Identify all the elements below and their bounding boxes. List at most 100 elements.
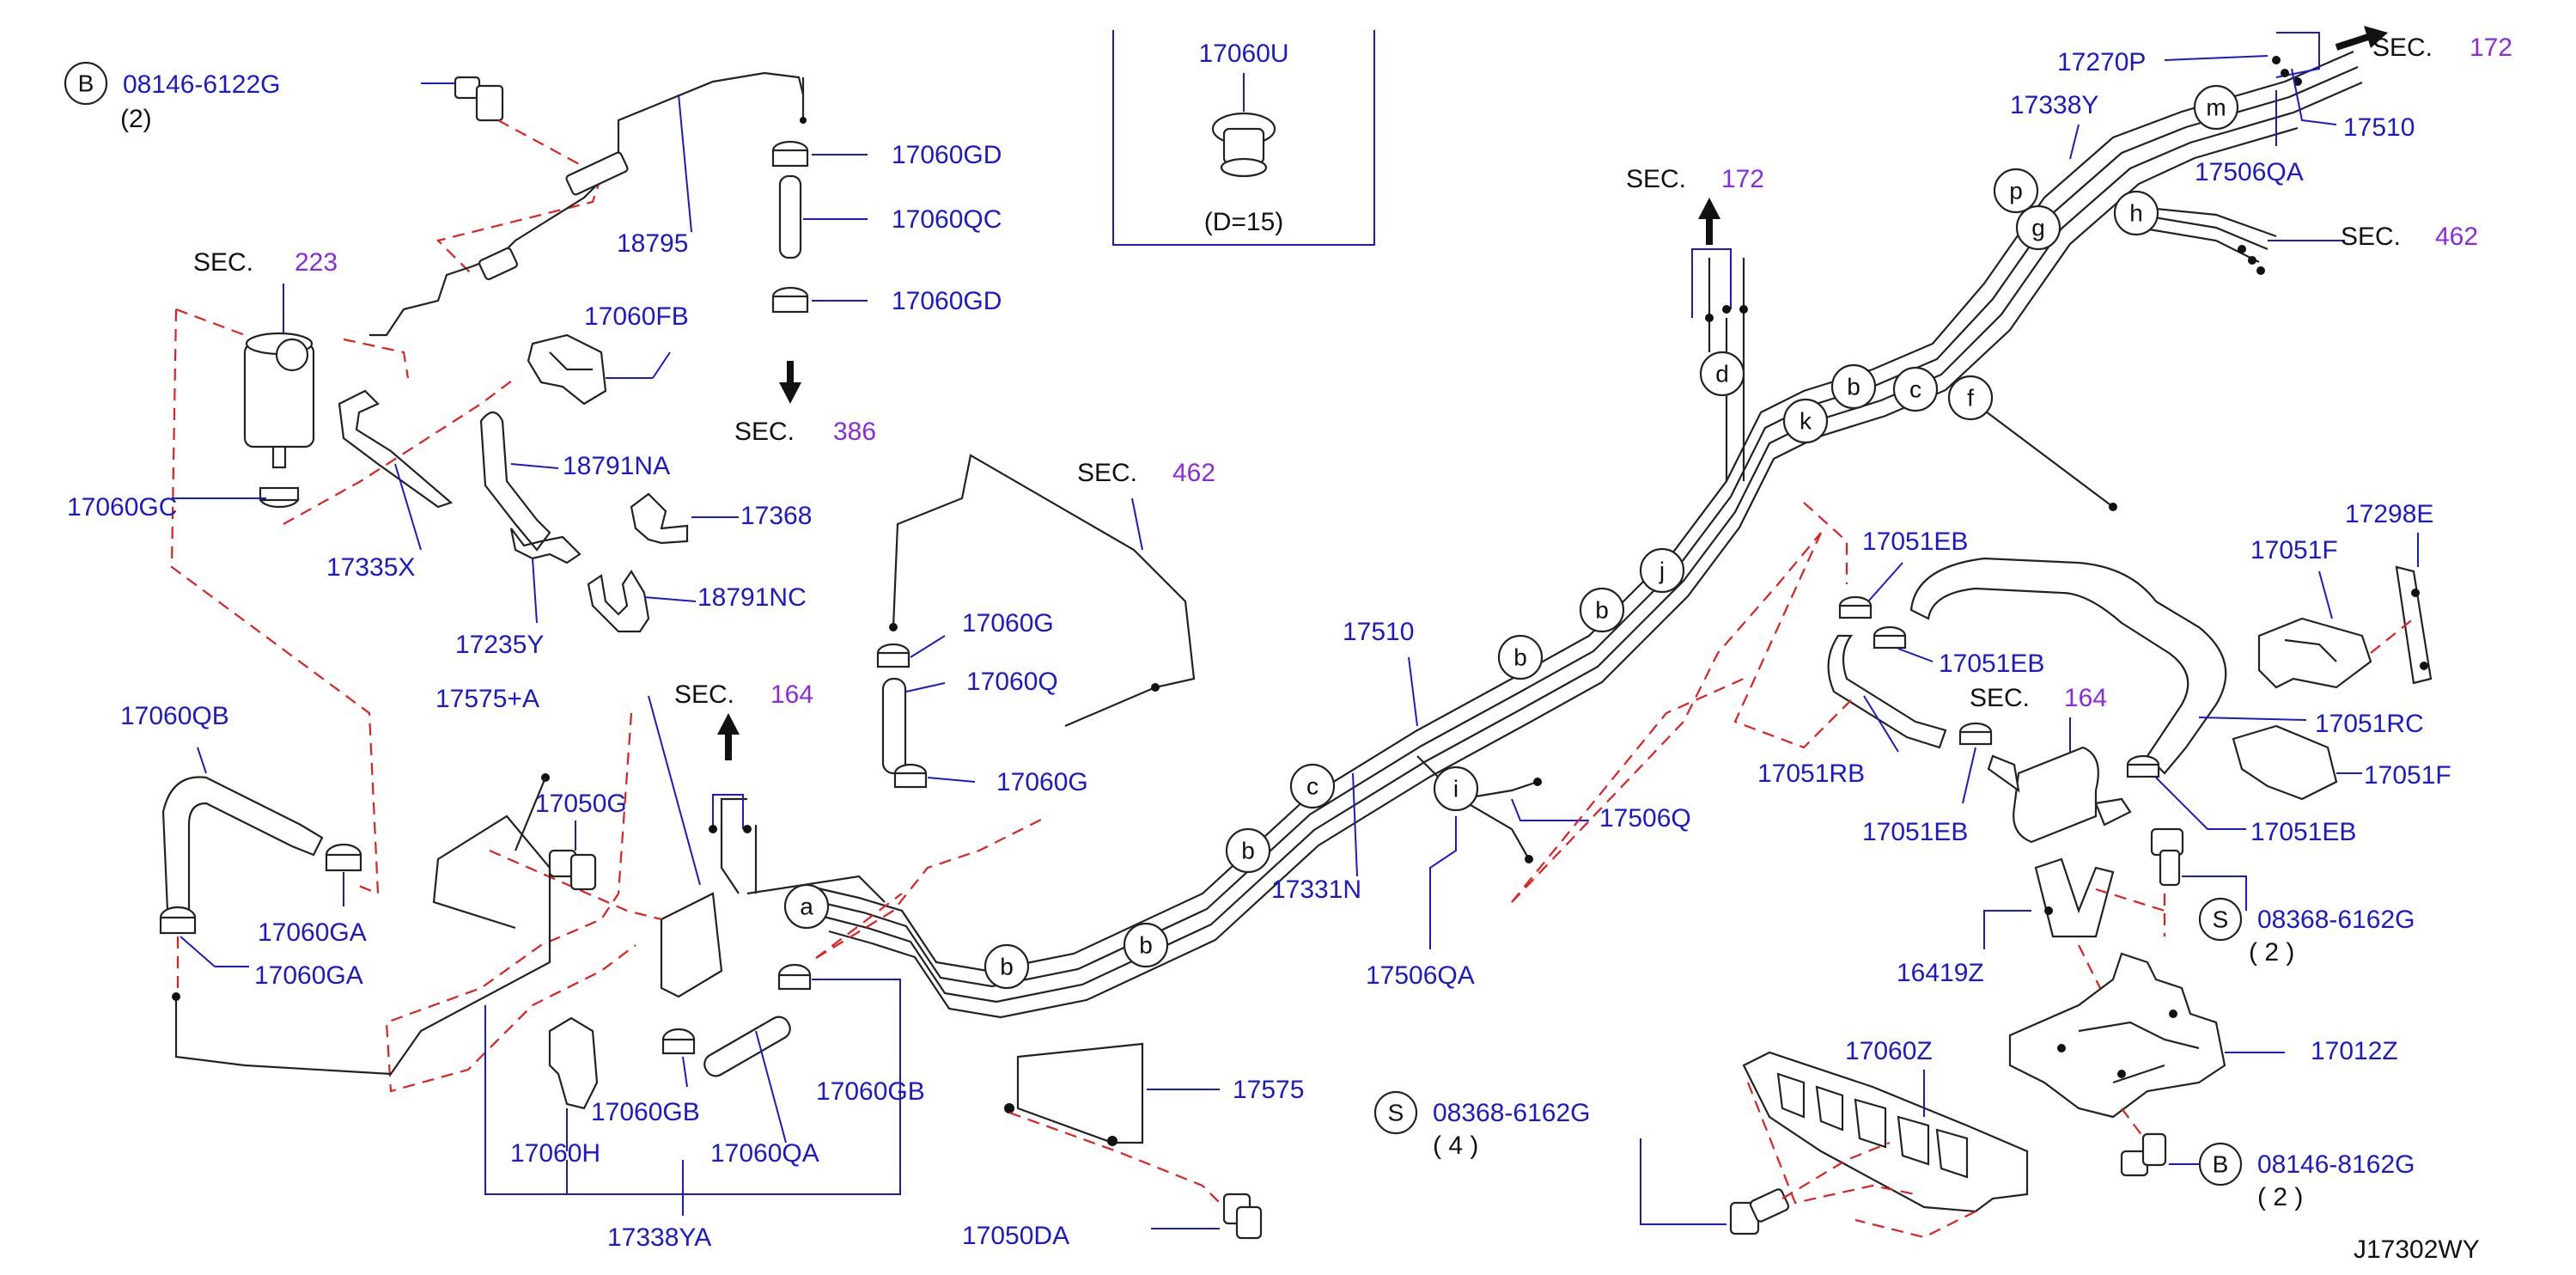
label-17060g-a: 17060G <box>962 609 1054 638</box>
label-17012z: 17012Z <box>2311 1037 2398 1065</box>
symbol-s-1: S <box>2213 906 2229 933</box>
label-17051rb: 17051RB <box>1757 760 1865 788</box>
marker-d: d <box>1715 361 1729 387</box>
label-17051f-a: 17051F <box>2250 536 2338 564</box>
label-17235y: 17235Y <box>455 631 544 659</box>
label-sec-386-word: SEC. <box>734 418 795 446</box>
marker-h: h <box>2129 200 2143 227</box>
label-17060h: 17060H <box>510 1139 600 1168</box>
label-08146-8162g: 08146-8162G <box>2257 1150 2415 1179</box>
marker-j: j <box>1659 558 1665 584</box>
marker-b6: b <box>1847 374 1860 400</box>
label-17060fb: 17060FB <box>584 302 689 331</box>
label-qty-2a: (2) <box>120 105 152 133</box>
label-17060gc: 17060GC <box>67 493 177 522</box>
label-17335x: 17335X <box>326 553 415 582</box>
label-17368: 17368 <box>740 502 812 530</box>
label-17060gd-bot: 17060GD <box>892 287 1002 315</box>
label-sec-462-mid-word: SEC. <box>1077 459 1137 487</box>
label-17298e: 17298E <box>2345 500 2433 528</box>
pipe-letter-markers: a b b b c b b j i d k b c f g h p m <box>783 84 2239 990</box>
label-17060gd-top: 17060GD <box>892 141 1002 169</box>
marker-b3: b <box>1241 838 1255 864</box>
label-17060z: 17060Z <box>1845 1037 1933 1065</box>
marker-c2: c <box>1909 376 1921 403</box>
group-sec-172-middle: SEC. 172 <box>1626 165 1764 322</box>
label-17051eb-c: 17051EB <box>1862 818 1968 846</box>
label-17510-top: 17510 <box>2343 113 2415 142</box>
label-17575a: 17575+A <box>435 685 539 713</box>
label-17506qa-top: 17506QA <box>2195 158 2304 186</box>
label-17331n: 17331N <box>1271 875 1361 904</box>
label-d15: (D=15) <box>1204 208 1284 236</box>
group-middle-left: SEC. 462 17060G 17060Q 17060G SEC. 164 1… <box>120 459 1304 1252</box>
label-sec-462-right-word: SEC. <box>2341 223 2401 251</box>
label-08368-6162g-a: 08368-6162G <box>2257 906 2415 934</box>
marker-i: i <box>1453 776 1459 802</box>
label-17506qa-mid: 17506QA <box>1366 961 1475 990</box>
group-top-left: B 08146-6122G (2) 18795 17060GD 17060QC … <box>64 61 1002 895</box>
label-17051rc: 17051RC <box>2315 710 2424 738</box>
label-17060u: 17060U <box>1198 40 1288 68</box>
label-17060q: 17060Q <box>966 668 1058 696</box>
marker-b4: b <box>1513 644 1527 671</box>
marker-a: a <box>800 894 813 920</box>
label-17338y: 17338Y <box>2010 91 2098 119</box>
label-16419z: 16419Z <box>1897 959 1984 987</box>
marker-b2: b <box>1139 932 1153 959</box>
marker-g: g <box>2031 215 2045 241</box>
label-17270p: 17270P <box>2057 48 2146 76</box>
symbol-b-1: B <box>78 70 94 97</box>
marker-k: k <box>1800 408 1812 435</box>
label-18791nc: 18791NC <box>697 583 807 612</box>
label-sec-462-mid: 462 <box>1172 459 1215 487</box>
label-sec-172-top-word: SEC. <box>2372 34 2433 62</box>
group-top-right: 17270P 17338Y SEC. 172 17510 17506QA SEC… <box>2010 26 2512 511</box>
label-17060g-b: 17060G <box>996 768 1088 796</box>
label-sec-223: 223 <box>295 248 338 277</box>
label-17575: 17575 <box>1233 1076 1304 1104</box>
label-17338ya: 17338YA <box>607 1223 711 1252</box>
main-fuel-pipe-bundle <box>720 50 2363 1019</box>
vent-line-sec462 <box>889 454 1196 728</box>
label-18795: 18795 <box>617 229 688 258</box>
label-18791na: 18791NA <box>563 452 670 480</box>
group-bottom-right: S 08368-6162G ( 2 ) 16419Z 17012Z B 0814… <box>1373 827 2415 1239</box>
label-17506q: 17506Q <box>1599 804 1691 833</box>
inset-17060u: 17060U (D=15) <box>1112 30 1375 246</box>
label-17051eb-d: 17051EB <box>2250 818 2356 846</box>
label-sec-223-word: SEC. <box>193 248 253 277</box>
label-sec-164-right-word: SEC. <box>1970 684 2030 712</box>
label-sec-386: 386 <box>833 418 876 446</box>
label-17051eb-a: 17051EB <box>1862 528 1968 556</box>
label-08368-6162g-b: 08368-6162G <box>1433 1099 1591 1127</box>
symbol-s-2: S <box>1388 1100 1404 1126</box>
label-qty-2c: ( 2 ) <box>2257 1183 2303 1211</box>
label-17060ga-a: 17060GA <box>258 918 367 947</box>
diagram-id: J17302WY <box>2354 1235 2480 1264</box>
label-17050g: 17050G <box>535 790 627 818</box>
marker-p: p <box>2009 178 2023 204</box>
label-sec-462-right: 462 <box>2435 223 2478 251</box>
label-17060qc: 17060QC <box>892 205 1002 234</box>
marker-c1: c <box>1306 773 1318 800</box>
label-sec-164-right: 164 <box>2064 684 2107 712</box>
label-sec-164-left-word: SEC. <box>674 680 734 709</box>
marker-m: m <box>2206 95 2226 121</box>
symbol-b-2: B <box>2213 1151 2229 1178</box>
label-sec-172-mid-word: SEC. <box>1626 165 1686 193</box>
label-sec-172-mid: 172 <box>1721 165 1764 193</box>
label-17051f-b: 17051F <box>2364 761 2451 790</box>
label-qty-4: ( 4 ) <box>1433 1132 1478 1160</box>
label-08146-6122g: 08146-6122G <box>123 70 281 99</box>
label-17051eb-b: 17051EB <box>1939 650 2044 678</box>
marker-b5: b <box>1595 597 1609 624</box>
label-17060gb-b: 17060GB <box>816 1077 925 1106</box>
label-sec-164-left: 164 <box>770 680 813 709</box>
marker-f: f <box>1967 385 1974 412</box>
label-qty-2b: ( 2 ) <box>2249 938 2294 967</box>
label-17060qb: 17060QB <box>120 702 229 730</box>
marker-b1: b <box>1000 954 1014 980</box>
group-main-labels: 17510 17331N 17506QA 17506Q <box>1271 532 1822 990</box>
